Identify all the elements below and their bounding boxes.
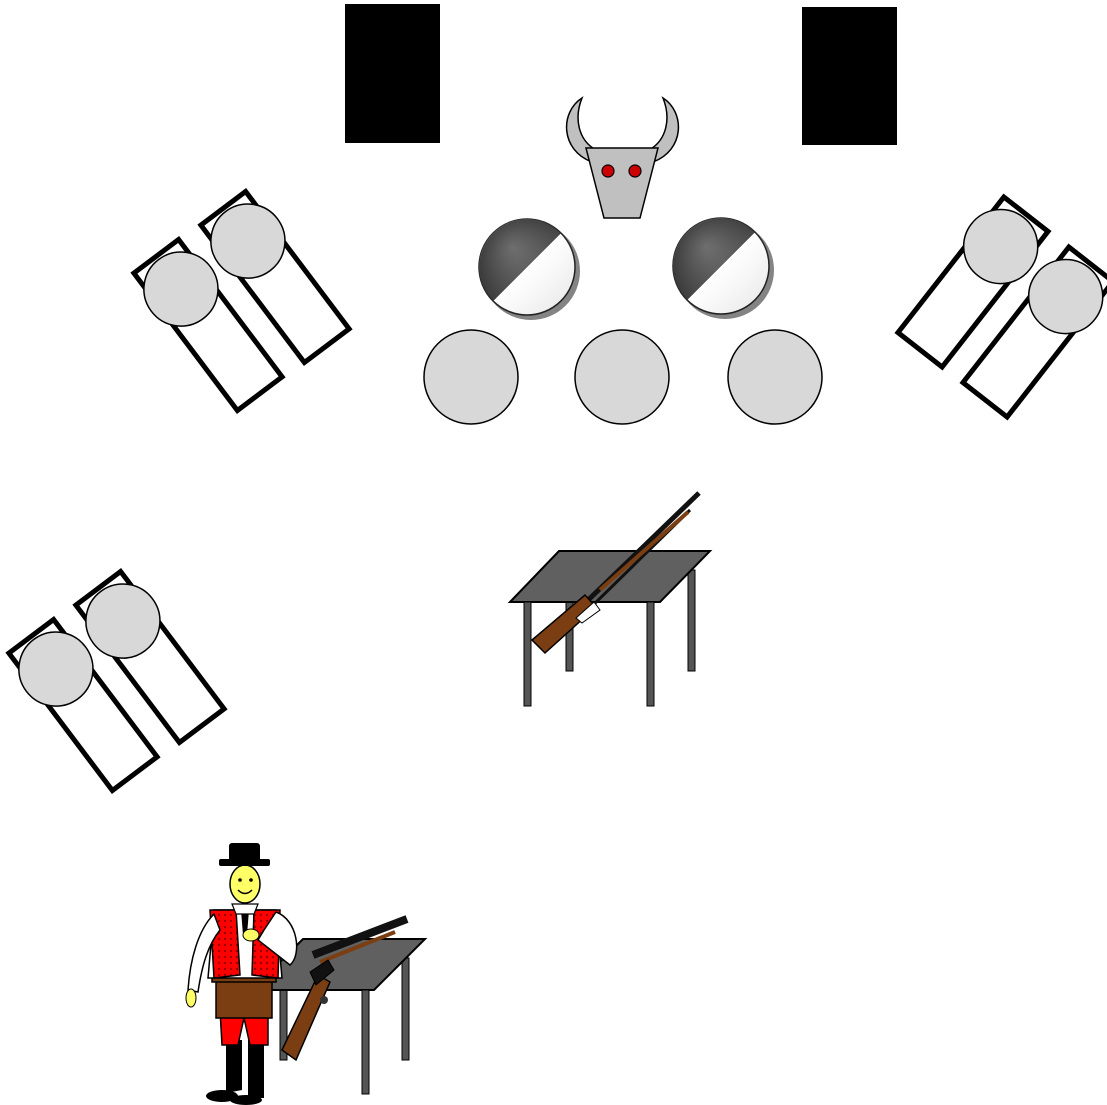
round-target-2-icon xyxy=(575,330,669,424)
shooter-cowboy-icon xyxy=(186,843,297,1105)
stand-group-middle-left-icon xyxy=(2,566,232,796)
black-panel-right xyxy=(802,7,897,145)
yin-disc-right-icon xyxy=(673,218,774,319)
shooter-boots-icon xyxy=(206,1040,264,1105)
bull-skull-icon xyxy=(567,98,679,218)
shooter-face-icon xyxy=(230,865,260,903)
round-target-1-icon xyxy=(424,330,518,424)
yin-disc-left-icon xyxy=(479,219,580,320)
black-panel-left xyxy=(345,4,440,143)
bull-right-eye-icon xyxy=(629,165,641,177)
stand-group-top-right-icon xyxy=(891,191,1107,422)
shooter-hat-icon xyxy=(219,843,270,866)
round-target-3-icon xyxy=(728,330,822,424)
bull-left-eye-icon xyxy=(602,165,614,177)
stand-group-top-left-icon xyxy=(127,186,357,416)
rifle-table-center-icon xyxy=(510,493,710,706)
